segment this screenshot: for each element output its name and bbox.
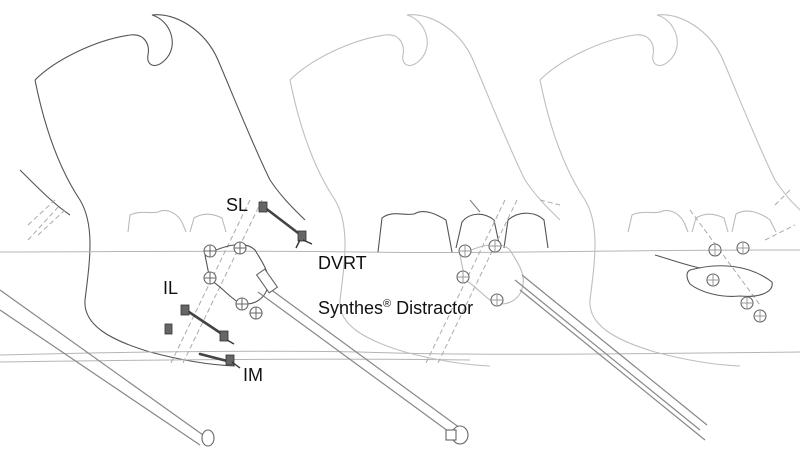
plate-screws-1 <box>203 241 263 320</box>
label-dvrt: DVRT <box>318 253 367 273</box>
mandible-3 <box>539 14 800 367</box>
label-im: IM <box>243 365 263 385</box>
sensor-sl <box>258 201 313 249</box>
mandible-2-teeth <box>377 211 549 253</box>
label-il: IL <box>163 278 178 298</box>
sensor-il <box>164 304 235 345</box>
mandible-1 <box>0 14 800 447</box>
mandible-1-teeth <box>127 209 227 233</box>
mandible-3-distracted-segment <box>686 265 773 297</box>
mandible-1-outline <box>34 14 306 221</box>
distractor-shaft <box>257 285 461 435</box>
label-distractor: Synthes® Distractor <box>318 298 473 318</box>
label-sl: SL <box>226 195 248 215</box>
sensor-im <box>198 352 241 369</box>
dvrt-sensors <box>164 201 313 369</box>
mandible-2 <box>289 14 708 441</box>
